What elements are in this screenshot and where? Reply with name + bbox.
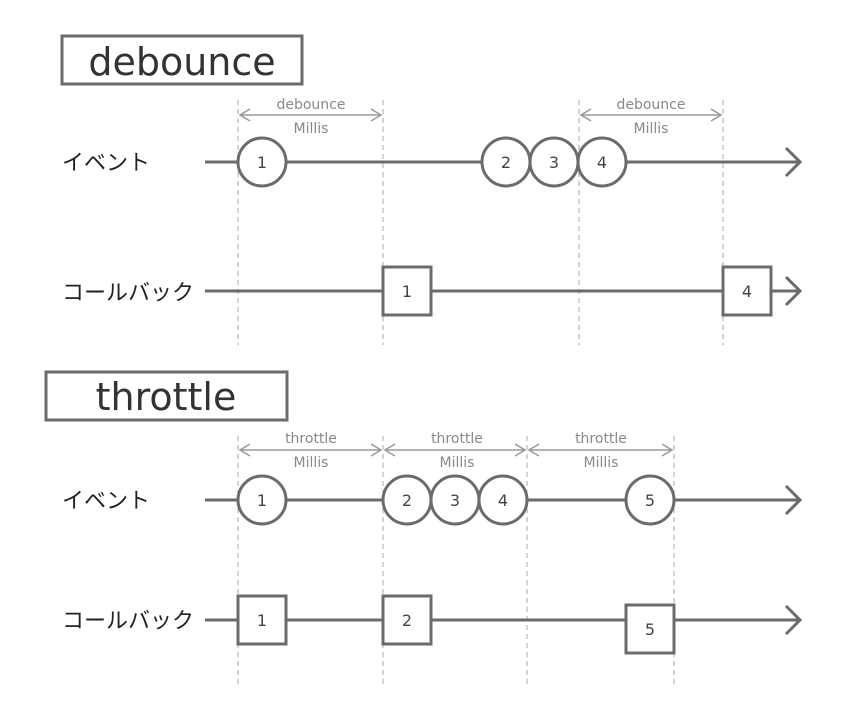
interval-label-line1: throttle xyxy=(575,431,627,447)
debounce-section: debounce debounce Millis debounce Millis… xyxy=(60,34,803,345)
interval-label-line2: Millis xyxy=(294,121,329,137)
debounce-callback-markers xyxy=(381,265,773,317)
interval-label-line1: debounce xyxy=(616,97,685,113)
callback-marker xyxy=(381,594,433,646)
debounce-callback-row-label: コールバック xyxy=(62,281,194,306)
event-label: 4 xyxy=(498,491,508,510)
callback-label: 1 xyxy=(402,282,412,301)
callback-marker xyxy=(236,594,288,646)
debounce-event-row-label: イベント xyxy=(62,151,150,176)
interval-label-line1: debounce xyxy=(276,97,345,113)
event-marker xyxy=(236,474,288,526)
callback-marker xyxy=(624,603,676,655)
event-label: 2 xyxy=(501,153,511,172)
throttle-callback-axis xyxy=(205,604,803,636)
debounce-interval-2 xyxy=(579,108,723,122)
throttle-interval-1 xyxy=(238,443,383,457)
interval-label-line2: Millis xyxy=(294,455,329,471)
throttle-interval-2 xyxy=(383,443,527,457)
interval-label-line1: throttle xyxy=(285,431,337,447)
interval-label-line2: Millis xyxy=(634,121,669,137)
throttle-title-box xyxy=(44,370,289,422)
callback-label: 5 xyxy=(645,620,655,639)
event-label: 2 xyxy=(402,491,412,510)
callback-label: 1 xyxy=(257,611,267,630)
event-label: 4 xyxy=(597,153,607,172)
interval-label-line2: Millis xyxy=(584,455,619,471)
debounce-title-box xyxy=(60,34,304,86)
event-label: 3 xyxy=(450,491,460,510)
interval-label-line1: throttle xyxy=(431,431,483,447)
debounce-title: debounce xyxy=(88,40,275,84)
throttle-callback-markers xyxy=(236,594,676,655)
debounce-callback-axis xyxy=(205,275,803,307)
throttle-callback-row-label: コールバック xyxy=(62,609,194,634)
throttle-event-markers xyxy=(236,474,676,526)
event-label: 5 xyxy=(645,491,655,510)
debounce-guides xyxy=(237,100,724,345)
event-label: 1 xyxy=(257,491,267,510)
throttle-interval-3 xyxy=(527,443,674,457)
event-marker xyxy=(236,136,288,188)
event-marker xyxy=(624,474,676,526)
throttle-event-row-label: イベント xyxy=(62,489,150,514)
throttle-guides xyxy=(237,436,675,688)
event-label: 3 xyxy=(549,153,559,172)
interval-label-line2: Millis xyxy=(440,455,475,471)
callback-marker xyxy=(381,265,433,317)
event-marker xyxy=(576,136,628,188)
debounce-interval-1 xyxy=(238,108,383,122)
throttle-section: throttle throttle Millis throttle Millis xyxy=(44,370,803,688)
callback-label: 4 xyxy=(742,282,752,301)
throttle-title: throttle xyxy=(96,375,237,419)
event-marker xyxy=(477,474,529,526)
callback-label: 2 xyxy=(402,611,412,630)
debounce-event-markers xyxy=(236,136,628,188)
event-label: 1 xyxy=(257,153,267,172)
callback-marker xyxy=(721,265,773,317)
